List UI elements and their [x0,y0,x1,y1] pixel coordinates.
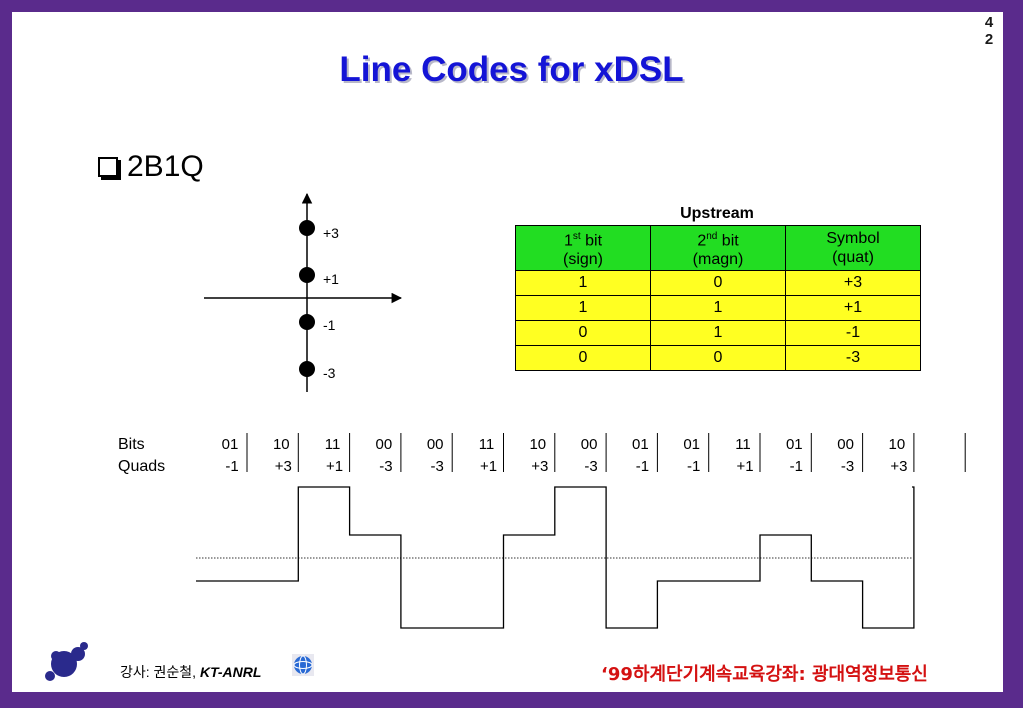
table-header-row: 1st bit(sign) 2nd bit(magn) Symbol(quat) [515,225,921,271]
quads-value-label: -1 [790,458,803,475]
table-cell: 1 [515,295,651,321]
quads-value-label: -3 [584,458,597,475]
table-cell: 0 [515,345,651,371]
bullet-item: 2B1Q [94,150,204,184]
quads-value-label: +1 [736,458,753,475]
quads-value-label: -3 [379,458,392,475]
course-title: ‘99하계단기계속교육강좌: 광대역정보통신 [601,664,928,685]
lecturer-name: 강사: 권순철, [120,664,200,680]
organization-name: KT-ANRL [199,664,262,680]
checkbox-bullet-icon [98,157,118,177]
table-cell: +3 [785,270,921,296]
bits-value-label: 10 [273,436,290,453]
lecturer-credit: 강사: 권순철, KT-ANRL [120,662,261,682]
page-number-digit: 4 [984,14,994,31]
constellation-level-label: -3 [323,365,336,381]
quads-value-label: +3 [275,458,292,475]
table-cell: 0 [650,270,786,296]
table-cell: +1 [785,295,921,321]
quads-value-label: +1 [326,458,343,475]
table-cell: 1 [515,270,651,296]
bits-row-label: Bits [118,436,145,453]
constellation-level-label: -1 [323,317,336,333]
bits-value-label: 11 [479,436,495,453]
bits-value-label: 00 [427,436,444,453]
table-header-cell: Symbol(quat) [785,225,921,271]
constellation-diagram: +3 +1 -1 -3 [204,192,403,392]
table-cell: 1 [650,295,786,321]
bits-value-label: 01 [222,436,239,453]
bits-value-label: 10 [889,436,906,453]
constellation-level-label: +3 [323,225,339,241]
constellation-level-label: +1 [323,271,339,287]
bits-value-label: 01 [786,436,803,453]
bits-value-label: 00 [376,436,393,453]
table-cell: 0 [515,320,651,346]
quads-value-label: -3 [431,458,444,475]
table-cell: -3 [785,345,921,371]
bullet-text: 2B1Q [127,150,204,183]
page-number: 4 2 [977,14,1001,48]
quads-value-label: -1 [636,458,649,475]
quads-value-label: +1 [480,458,497,475]
constellation-point [299,267,315,283]
constellation-point [299,220,315,236]
2b1q-code-table: 1st bit(sign) 2nd bit(magn) Symbol(quat)… [515,225,921,371]
page-title: Line Codes for xDSL [339,50,684,89]
waveform-diagram: Bits Quads 01 -1 10 +3 11 +1 00 -3 00 -3 11 +1 10 +3 0… [118,433,966,629]
quads-value-label: +3 [531,458,548,475]
constellation-point [299,361,315,377]
table-header-cell: 2nd bit(magn) [650,225,786,271]
bits-value-label: 01 [683,436,700,453]
quads-value-label: -3 [841,458,854,475]
table-cell: -1 [785,320,921,346]
bits-value-label: 10 [529,436,546,453]
anrl-logo-icon [45,642,88,681]
page-number-digit: 2 [984,31,994,48]
waveform-signal-line [196,486,915,629]
kt-globe-icon [292,654,314,676]
bits-value-label: 00 [837,436,854,453]
constellation-point [299,314,315,330]
slide: 4 2 Line Codes for xDSL 2B1Q +3 +1 -1 -3… [12,12,1003,692]
quads-value-label: +3 [890,458,907,475]
table-cell: 0 [650,345,786,371]
bits-value-label: 11 [325,436,341,453]
table-caption: Upstream [680,205,754,222]
bits-value-label: 11 [735,436,751,453]
table-cell: 1 [650,320,786,346]
quads-row-label: Quads [118,458,165,475]
quads-value-label: -1 [687,458,700,475]
bits-value-label: 01 [632,436,649,453]
quads-value-label: -1 [225,458,238,475]
bits-value-label: 00 [581,436,598,453]
